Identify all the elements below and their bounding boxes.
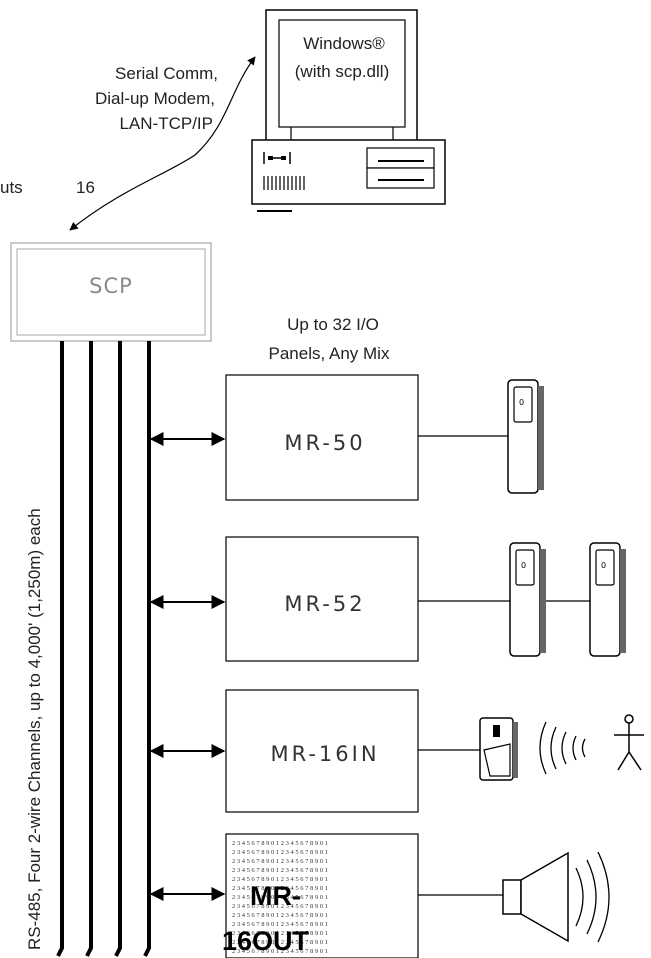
card-reader-icon: 0 [507,379,544,494]
io-panels-label-line2: Panels, Any Mix [269,344,390,363]
svg-text:2 3 4 5 6 7 8 9 0 1 2 3 4 5 6: 2 3 4 5 6 7 8 9 0 1 2 3 4 5 6 7 8 9 0 1 [232,867,328,874]
svg-text:2 3 4 5 6 7 8 9 0 1 2 3 4 5 6: 2 3 4 5 6 7 8 9 0 1 2 3 4 5 6 7 8 9 0 1 [232,858,328,865]
scp-dll-label: (with scp.dll) [295,62,389,81]
panel-mr50-label: MR-50 [284,431,365,455]
svg-text:2 3 4 5 6 7 8 9 0 1 2 3 4 5 6: 2 3 4 5 6 7 8 9 0 1 2 3 4 5 6 7 8 9 0 1 [232,912,328,919]
count-16-label: 16 [76,178,95,197]
scp-label: SCP [89,274,133,298]
svg-text:2 3 4 5 6 7 8 9 0 1 2 3 4 5 6: 2 3 4 5 6 7 8 9 0 1 2 3 4 5 6 7 8 9 0 1 [232,903,328,910]
panel-mr50: MR-50 [225,374,510,501]
windows-label: Windows® [303,34,385,53]
bus-connections [149,432,226,901]
monitor: Windows® (with scp.dll) [265,9,418,142]
panel-mr52-label: MR-52 [284,592,365,616]
speaker-icon [502,851,569,943]
svg-text:2 3 4 5 6 7 8 9 0 1 2 3 4 5 6: 2 3 4 5 6 7 8 9 0 1 2 3 4 5 6 7 8 9 0 1 [232,930,328,937]
svg-text:2 3 4 5 6 7 8 9 0 1 2 3 4 5 6: 2 3 4 5 6 7 8 9 0 1 2 3 4 5 6 7 8 9 0 1 [232,840,328,847]
motion-sensor-icon [479,717,518,781]
detection-waves-icon [539,721,586,775]
comm-label-line2: Dial-up Modem, [95,89,215,108]
panel-mr52: MR-52 [225,536,590,662]
svg-text:2 3 4 5 6 7 8 9 0 1 2 3 4 5 6: 2 3 4 5 6 7 8 9 0 1 2 3 4 5 6 7 8 9 0 1 [232,849,328,856]
svg-text:2 3 4 5 6 7 8 9 0 1 2 3 4 5 6: 2 3 4 5 6 7 8 9 0 1 2 3 4 5 6 7 8 9 0 1 [232,948,328,955]
svg-text:0: 0 [601,561,606,570]
person-icon [614,714,644,771]
card-reader-icon: 0 [509,542,546,657]
svg-text:2 3 4 5 6 7 8 9 0 1 2 3 4 5 6: 2 3 4 5 6 7 8 9 0 1 2 3 4 5 6 7 8 9 0 1 [232,885,328,892]
io-panels-label-line1: Up to 32 I/O [287,315,379,334]
sound-waves-icon [575,851,610,943]
card-reader-icon: 0 [589,542,626,657]
comm-link: Serial Comm, Dial-up Modem, LAN-TCP/IP u… [0,56,256,231]
comm-label-line3: LAN-TCP/IP [119,114,213,133]
digit-grid: 2 3 4 5 6 7 8 9 0 1 2 3 4 5 6 7 8 9 0 1 … [232,840,328,955]
pc-tower [251,139,446,212]
svg-text:0: 0 [521,561,526,570]
panel-mr16out-label-line1: MR- [250,881,301,911]
panel-mr16in: MR-16IN [225,689,480,813]
svg-text:2 3 4 5 6 7 8 9 0 1 2 3 4 5 6: 2 3 4 5 6 7 8 9 0 1 2 3 4 5 6 7 8 9 0 1 [232,876,328,883]
vent-slots [263,176,305,190]
floppy-icon [263,152,291,164]
rs485-label: RS-485, Four 2-wire Channels, up to 4,00… [25,508,44,950]
rs485-bus [56,341,151,957]
svg-text:2 3 4 5 6 7 8 9 0 1 2 3 4 5 6: 2 3 4 5 6 7 8 9 0 1 2 3 4 5 6 7 8 9 0 1 [232,894,328,901]
svg-text:2 3 4 5 6 7 8 9 0 1 2 3 4 5 6: 2 3 4 5 6 7 8 9 0 1 2 3 4 5 6 7 8 9 0 1 [232,921,328,928]
panel-mr16out: 2 3 4 5 6 7 8 9 0 1 2 3 4 5 6 7 8 9 0 1 … [222,833,503,958]
clipped-left-label: uts [0,178,23,197]
svg-text:2 3 4 5 6 7 8 9 0 1 2 3 4 5 6: 2 3 4 5 6 7 8 9 0 1 2 3 4 5 6 7 8 9 0 1 [232,939,328,946]
scp-controller: SCP [10,242,212,342]
panel-mr16out-label-line2: 16OUT [222,926,310,956]
comm-label-line1: Serial Comm, [115,64,218,83]
panel-mr16in-label: MR-16IN [270,742,379,766]
workstation-computer: Windows® (with scp.dll) [251,9,446,212]
svg-text:0: 0 [519,398,524,407]
